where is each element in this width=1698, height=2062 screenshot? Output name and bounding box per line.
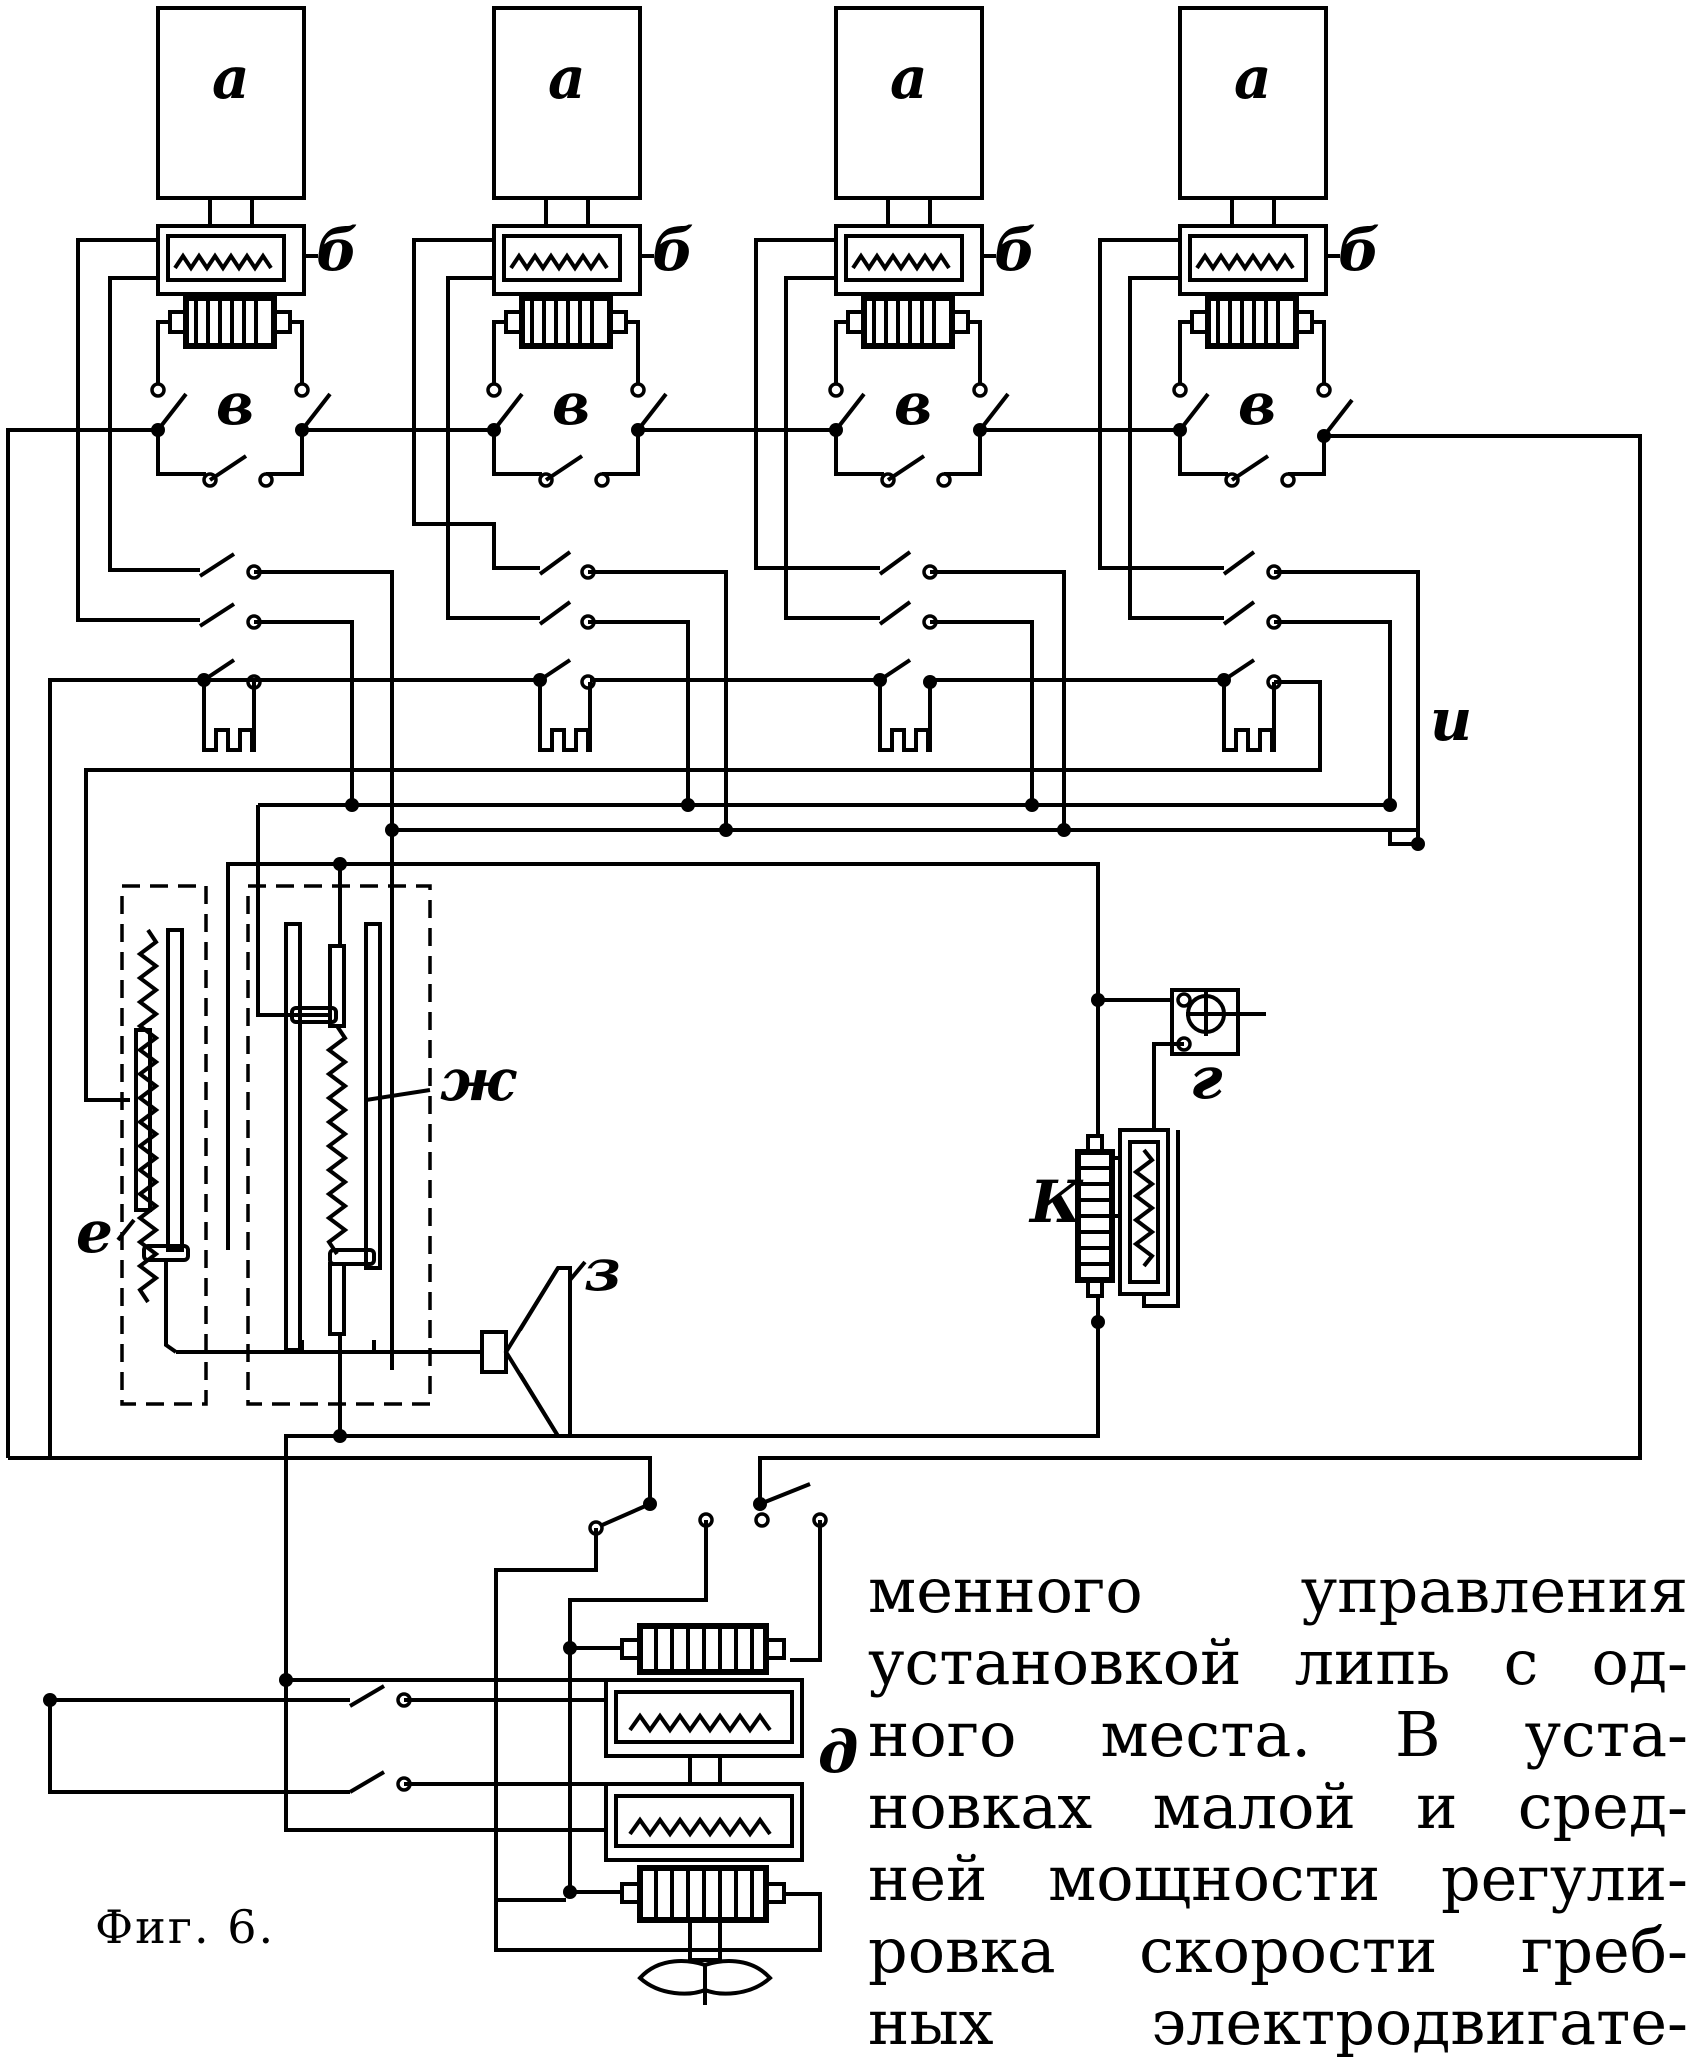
label-b-1: б: [316, 216, 358, 284]
rheostat-e: [116, 884, 208, 1406]
generator-unit-1: [156, 6, 306, 386]
text-line-1: менного управления: [868, 1554, 1688, 1627]
generator-unit-4: [1178, 6, 1328, 386]
labels: a a a a б б б б в в в в и ж г К е з д: [76, 44, 1472, 1786]
label-a-3: a: [890, 44, 928, 112]
tachogenerator-g: [1152, 988, 1266, 1130]
label-a-1: a: [212, 44, 250, 112]
text-line-6: ровка скорости греб-: [868, 1914, 1688, 1987]
exciter-k: [1075, 993, 1180, 1329]
label-b-4: б: [1338, 216, 1380, 284]
propulsion-motor-d: [494, 1623, 822, 2005]
label-v-3: в: [894, 370, 932, 438]
figure-caption: Фиг. 6.: [95, 1900, 276, 1954]
switch-group-v-4: [1172, 382, 1354, 488]
generator-box: [156, 224, 306, 296]
label-v-1: в: [216, 370, 254, 438]
label-b-2: б: [652, 216, 694, 284]
text-line-4: новках малой и сред-: [868, 1770, 1688, 1843]
text-line-7: ных электродвигате-: [868, 1986, 1688, 2059]
switch-group-v-2: [486, 382, 668, 488]
text-line-2: установкой липь с од-: [868, 1626, 1688, 1699]
switch-group-v-3: [828, 382, 1010, 488]
label-a-2: a: [548, 44, 586, 112]
label-b-3: б: [994, 216, 1036, 284]
label-v-2: в: [552, 370, 590, 438]
label-a-4: a: [1234, 44, 1272, 112]
generator-unit-2: [492, 6, 642, 386]
label-z: з: [584, 1236, 621, 1304]
label-g: г: [1190, 1044, 1223, 1112]
body-text: менного управления установкой липь с од-…: [868, 1555, 1688, 2059]
text-line-3: ного места. В уста-: [868, 1698, 1688, 1771]
label-zh: ж: [440, 1046, 517, 1114]
generator-unit-3: [834, 6, 984, 386]
text-line-5: ней мощности регули-: [868, 1842, 1688, 1915]
label-e: е: [76, 1198, 113, 1266]
label-i: и: [1430, 686, 1472, 754]
label-v-4: в: [1238, 370, 1276, 438]
master-switch: [494, 1480, 828, 1902]
label-d: д: [818, 1718, 858, 1786]
label-k: К: [1028, 1168, 1084, 1236]
switch-group-v-1: [150, 382, 332, 488]
